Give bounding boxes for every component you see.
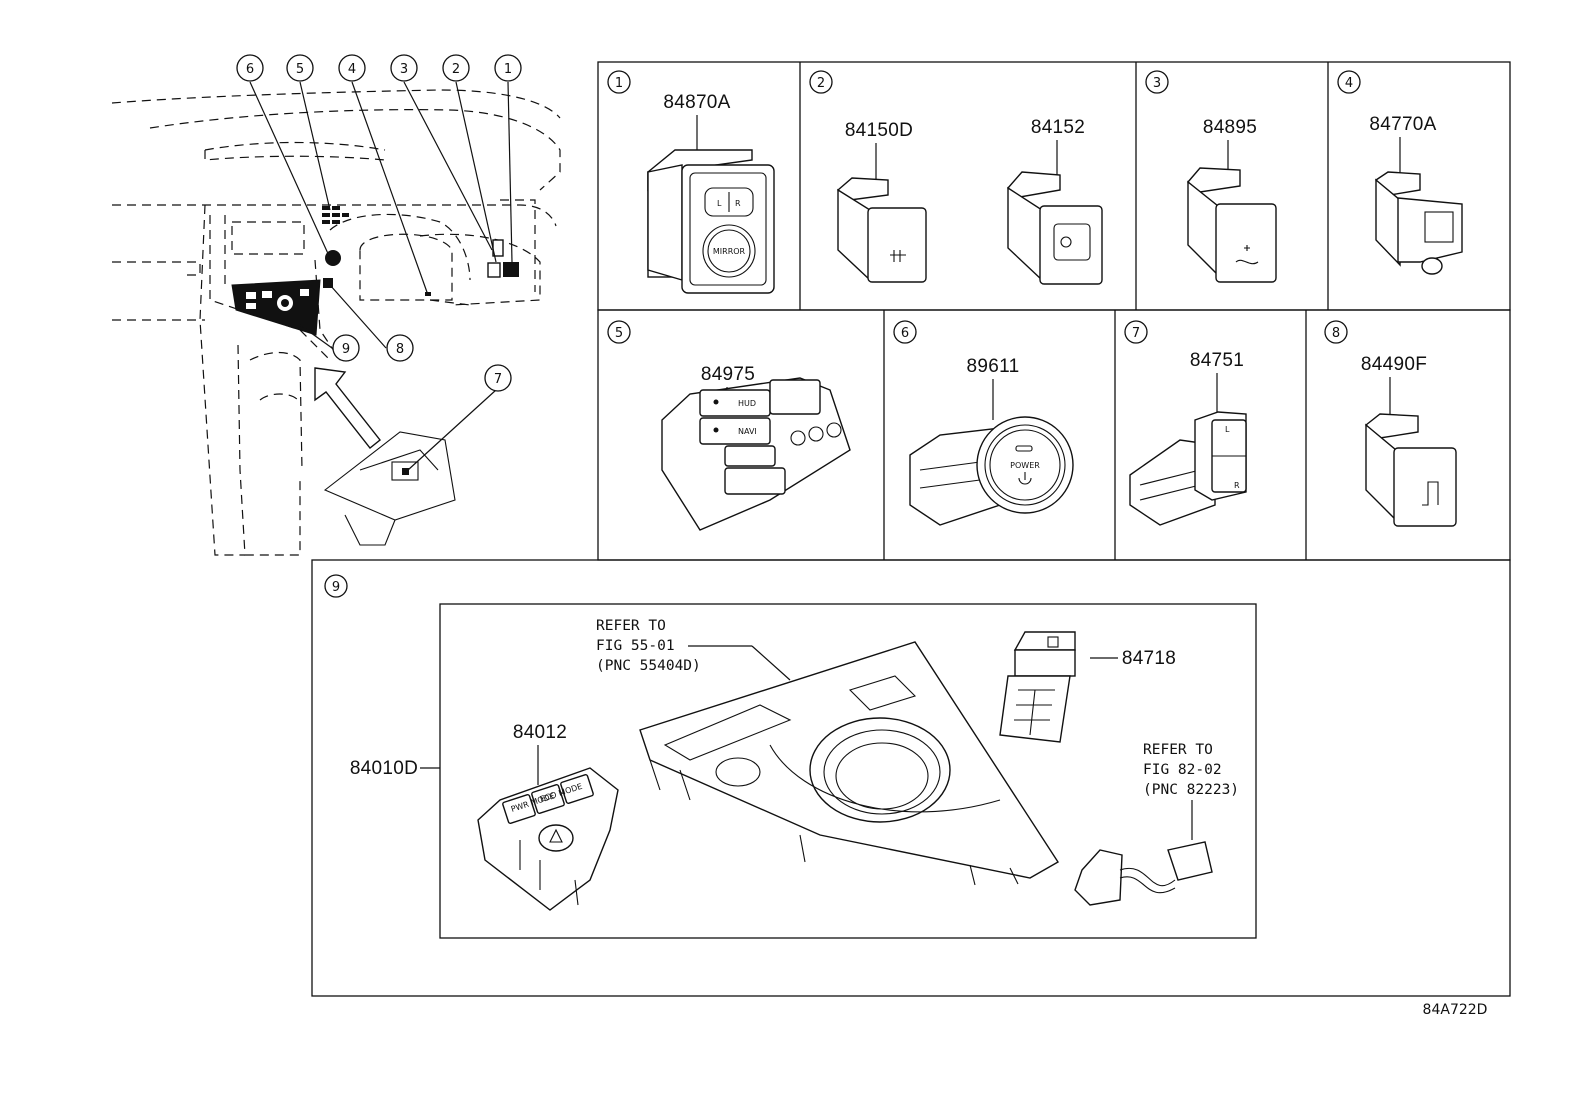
- cell-2-number: 2: [817, 76, 825, 91]
- refer-82-line1: REFER TO: [1143, 742, 1213, 758]
- cell-4: 4 84770A: [1337, 70, 1463, 275]
- svg-text:1: 1: [504, 62, 512, 77]
- callout-9: 9: [332, 334, 360, 362]
- refer-82-line2: FIG 82-02: [1143, 762, 1222, 778]
- parking-switch-84718-drawing: [999, 631, 1076, 743]
- cell-2: 2 84150D 84152: [809, 70, 1103, 285]
- part-number-84490F: 84490F: [1361, 354, 1427, 375]
- cell-7-number: 7: [1132, 326, 1140, 341]
- cell-3: 3 84895: [1145, 70, 1277, 283]
- switch-label-hud: HUD: [738, 399, 756, 408]
- callout-4: 4: [338, 54, 366, 82]
- cell-4-number: 4: [1345, 76, 1353, 91]
- overview-callouts: 6 5 4 3 2 1 9 8 7: [236, 54, 522, 392]
- svg-text:6: 6: [246, 62, 254, 77]
- parts-grid: [597, 61, 1511, 561]
- power-button-label: POWER: [1010, 461, 1040, 470]
- refer-55-line2: FIG 55-01: [596, 638, 675, 654]
- cell-8: 8 84490F: [1324, 320, 1457, 527]
- part-number-84718: 84718: [1122, 648, 1176, 669]
- seat-switch-label-l: L: [1225, 425, 1230, 434]
- mirror-switch-label: MIRROR: [713, 247, 746, 256]
- switch-cluster-84012-drawing: PWR MODE ECO MODE: [477, 767, 619, 911]
- svg-text:4: 4: [348, 62, 356, 77]
- callout-2: 2: [442, 54, 470, 82]
- switch-84152-drawing: [1006, 171, 1103, 285]
- wire-harness-drawing: [1074, 841, 1213, 906]
- part-number-84975: 84975: [701, 364, 755, 385]
- callout-3: 3: [390, 54, 418, 82]
- svg-text:8: 8: [396, 342, 404, 357]
- cell-9: 9 84010D REFER TO FIG 55-01 (PNC 55404D)…: [311, 559, 1511, 997]
- refer-55-line3: (PNC 55404D): [596, 658, 701, 674]
- seat-heater-switch-drawing: L R: [1129, 411, 1247, 526]
- switch-84150D-drawing: [836, 177, 927, 283]
- svg-text:9: 9: [342, 342, 350, 357]
- svg-text:5: 5: [296, 62, 304, 77]
- seat-switch-label-r: R: [1234, 481, 1240, 490]
- switch-label-navi: NAVI: [738, 427, 757, 436]
- part-number-89611: 89611: [967, 356, 1020, 377]
- switch-84895-drawing: [1187, 167, 1277, 283]
- svg-text:3: 3: [400, 62, 408, 77]
- part-number-84150D: 84150D: [845, 120, 913, 141]
- switch-84770A-drawing: [1374, 171, 1463, 275]
- callout-6: 6: [236, 54, 264, 82]
- callout-8: 8: [386, 334, 414, 362]
- part-number-84152: 84152: [1031, 117, 1085, 138]
- part-number-84751: 84751: [1190, 350, 1244, 371]
- console-panel-drawing: [639, 641, 1059, 886]
- part-number-84870A: 84870A: [663, 92, 730, 113]
- svg-text:7: 7: [494, 372, 502, 387]
- part-number-84012: 84012: [513, 722, 567, 743]
- cell-1-number: 1: [615, 76, 623, 91]
- part-number-84895: 84895: [1203, 117, 1257, 138]
- cell-6: 6 89611 POWER: [893, 320, 1074, 526]
- refer-55-line1: REFER TO: [596, 618, 666, 634]
- cell-5: 5 84975 HUD NAVI: [607, 320, 851, 531]
- cell-1: 1 84870A L R MIRROR: [607, 70, 775, 294]
- cell-8-number: 8: [1332, 326, 1340, 341]
- callout-1: 1: [494, 54, 522, 82]
- mirror-switch-drawing: L R MIRROR: [647, 149, 775, 294]
- part-number-84770A: 84770A: [1369, 114, 1436, 135]
- svg-text:2: 2: [452, 62, 460, 77]
- refer-82-line3: (PNC 82223): [1143, 782, 1239, 798]
- figure-code: 84A722D: [1423, 1002, 1488, 1018]
- mirror-switch-label-l: L: [717, 199, 722, 208]
- callout-7: 7: [484, 364, 512, 392]
- switch-84490F-drawing: [1364, 413, 1457, 527]
- switch-84975-drawing: HUD NAVI: [661, 377, 851, 531]
- cell-7: 7 84751 L R: [1124, 320, 1247, 526]
- mirror-switch-label-r: R: [735, 199, 741, 208]
- power-switch-drawing: POWER: [909, 416, 1074, 526]
- dashboard-overview: [111, 81, 561, 556]
- cell-3-number: 3: [1153, 76, 1161, 91]
- callout-5: 5: [286, 54, 314, 82]
- part-number-84010D: 84010D: [350, 758, 418, 779]
- cell-9-number: 9: [332, 580, 340, 595]
- cell-5-number: 5: [615, 326, 623, 341]
- cell-6-number: 6: [901, 326, 909, 341]
